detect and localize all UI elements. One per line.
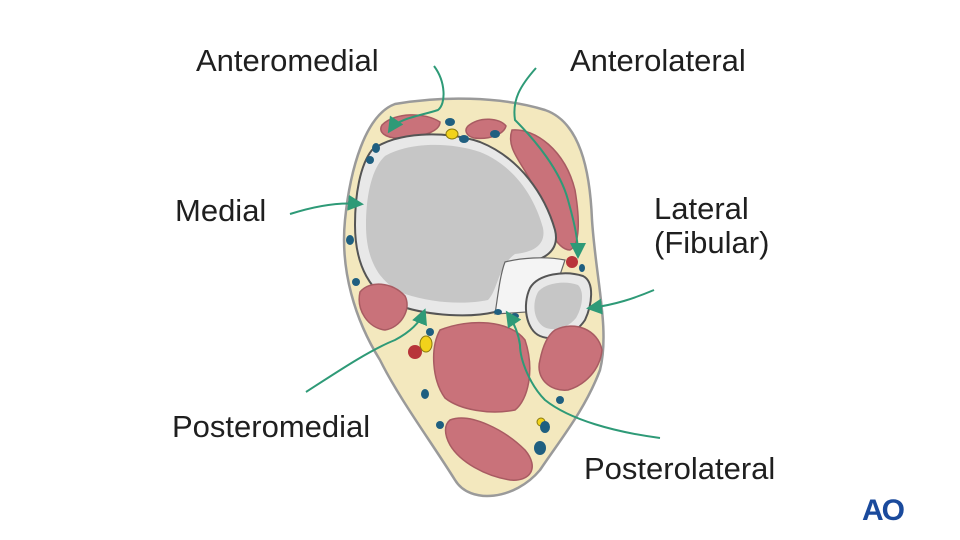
arrow-anterolateral xyxy=(513,67,586,259)
ao-logo: AO xyxy=(862,494,905,527)
interosseous-ligament xyxy=(494,257,566,315)
muscle-deep-posterior xyxy=(432,321,531,413)
arrow-posterolateral xyxy=(505,310,661,439)
approach-arrows xyxy=(289,65,661,439)
muscle-soleus xyxy=(444,417,533,481)
label-anterolateral: Anterolateral xyxy=(570,43,746,78)
label-medial: Medial xyxy=(175,193,267,228)
label-lateral: Lateral (Fibular) xyxy=(654,191,770,261)
label-lateral-line2: (Fibular) xyxy=(654,225,770,261)
neurovascular-structures xyxy=(346,118,585,455)
label-lateral-line1: Lateral xyxy=(654,191,749,226)
arrow-posteromedial xyxy=(305,308,427,393)
muscle-posteromedial-small xyxy=(358,283,408,331)
tibia-marrow xyxy=(366,144,544,303)
label-posterolateral: Posterolateral xyxy=(584,451,776,486)
arrow-medial xyxy=(289,194,364,215)
fibula-marrow xyxy=(534,282,583,330)
arrow-lateral xyxy=(586,289,655,315)
label-posteromedial: Posteromedial xyxy=(172,409,371,444)
arrow-anteromedial xyxy=(387,65,445,134)
label-anteromedial: Anteromedial xyxy=(196,43,379,78)
muscle-peroneal xyxy=(538,325,603,391)
